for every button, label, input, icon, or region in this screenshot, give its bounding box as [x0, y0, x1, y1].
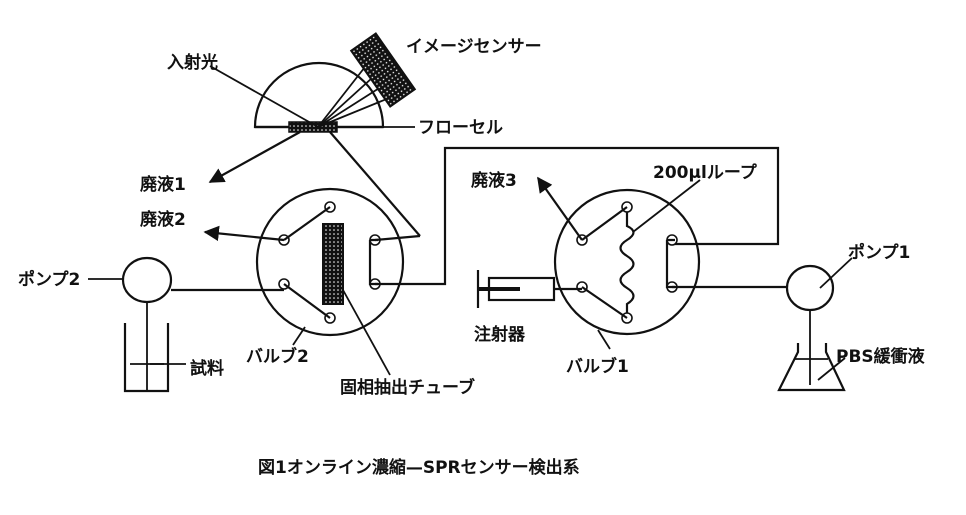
- valve1-leader: [597, 329, 611, 350]
- valve1-body: [553, 188, 701, 336]
- label-pump1: ポンプ1: [848, 242, 910, 263]
- spe-tube: [322, 223, 344, 305]
- pbs-flask: [777, 343, 846, 392]
- reflected-ray-4: [317, 95, 395, 128]
- waste2-line: [203, 225, 285, 242]
- waste1-line: [208, 131, 301, 183]
- label-syringe: 注射器: [474, 324, 526, 345]
- flow-cell: [288, 121, 338, 133]
- label-waste2: 廃液2: [140, 209, 186, 230]
- flowcell-to-valve2-line: [329, 131, 421, 237]
- label-sample: 試料: [190, 358, 224, 379]
- valve1-conn-1: [581, 206, 628, 241]
- label-waste1: 廃液1: [140, 174, 186, 195]
- pump1-leader: [819, 257, 853, 289]
- label-loop: 200μlループ: [653, 162, 758, 183]
- pump1-body: [785, 264, 835, 312]
- waste3-line: [537, 176, 583, 241]
- valve2-conn-1: [283, 206, 331, 241]
- valve2-body: [255, 187, 405, 337]
- prism-hemisphere: [253, 61, 385, 129]
- label-image-sensor: イメージセンサー: [406, 37, 542, 57]
- spe-leader: [342, 289, 391, 376]
- label-flow-cell: フローセル: [418, 118, 503, 138]
- label-spe-tube: 固相抽出チューブ: [340, 377, 475, 398]
- valve2-conn-3: [368, 238, 378, 286]
- valve2-tr-out: [374, 234, 421, 242]
- pump2-body: [121, 256, 173, 304]
- valve1-conn-2: [581, 286, 628, 319]
- sample-loop-coil: [619, 212, 635, 313]
- figure-caption: 図1オンライン濃縮—SPRセンサー検出系: [258, 457, 580, 478]
- valve2-conn-2: [283, 283, 331, 319]
- label-pbs-buffer: PBS緩衝液: [836, 346, 925, 367]
- pbs-leader: [817, 357, 846, 381]
- label-waste3: 廃液3: [471, 170, 517, 191]
- valve2-leader: [292, 326, 306, 346]
- image-sensor: [349, 32, 417, 108]
- label-valve2: バルブ2: [246, 346, 309, 367]
- label-valve1: バルブ1: [566, 356, 629, 377]
- label-pump2: ポンプ2: [18, 269, 80, 290]
- incident-light-ray: [209, 65, 319, 128]
- valve1-conn-3: [665, 238, 675, 289]
- loop-leader: [632, 179, 701, 233]
- valve2-to-valve1-line: [375, 146, 780, 286]
- label-incident-light: 入射光: [167, 52, 218, 73]
- reflected-ray-1: [317, 57, 373, 128]
